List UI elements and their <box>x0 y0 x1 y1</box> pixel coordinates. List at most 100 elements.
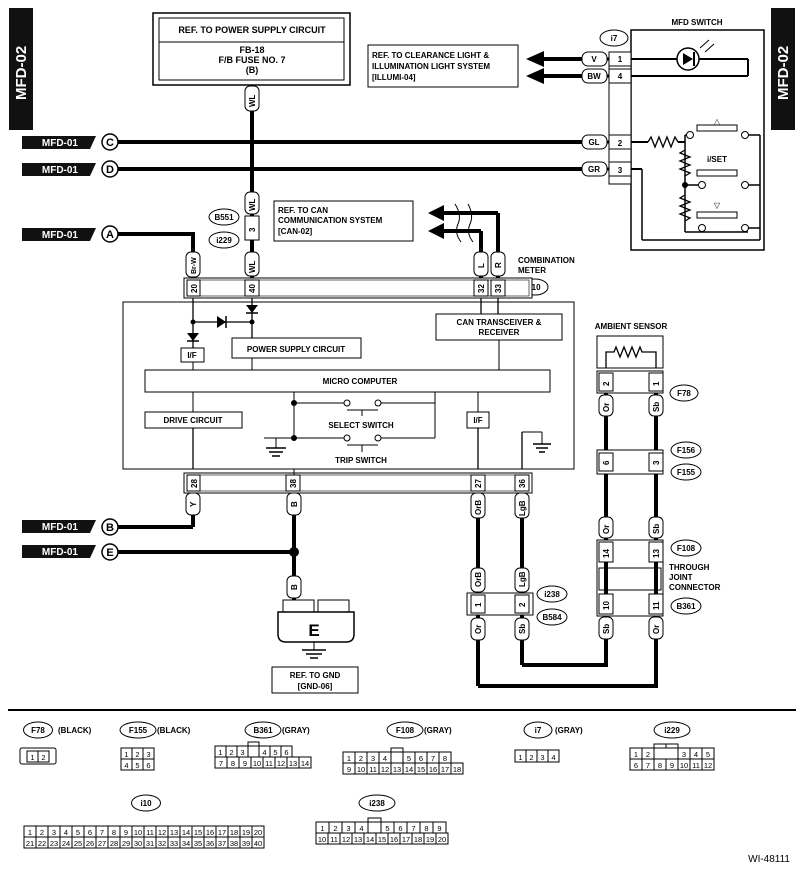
i238-legend-pin: 6 <box>398 824 402 833</box>
f108-legend-color: (GRAY) <box>424 726 452 735</box>
svg-text:ILLUMINATION LIGHT SYSTEM: ILLUMINATION LIGHT SYSTEM <box>372 62 490 71</box>
f155-legend-cell <box>142 758 155 771</box>
f155-legend-pin: 2 <box>135 750 139 759</box>
svg-text:THROUGH: THROUGH <box>669 563 710 572</box>
b361-legend-pin: 7 <box>219 759 223 768</box>
svg-text:MFD-01: MFD-01 <box>42 165 79 176</box>
svg-text:28: 28 <box>190 479 199 488</box>
svg-text:27: 27 <box>474 479 483 488</box>
i238-legend-tag <box>358 794 396 812</box>
f108-legend-pin: 6 <box>419 754 423 763</box>
i229-legend-tag <box>653 721 691 739</box>
b361-legend-pin: 9 <box>243 759 247 768</box>
svg-text:6: 6 <box>602 460 611 465</box>
i10-legend-pin: 23 <box>50 839 58 848</box>
i10-legend-pin: 34 <box>182 839 190 848</box>
i10-legend-pin: 18 <box>230 828 238 837</box>
svg-text:B: B <box>290 501 299 507</box>
i238-legend-pin: 9 <box>437 824 441 833</box>
offpage-mfd01-d: MFD-01 D <box>22 160 119 178</box>
i10-legend-pin: 6 <box>88 828 92 837</box>
i10-legend-tag <box>131 794 161 812</box>
i10-legend-pin: 20 <box>254 828 262 837</box>
f108-legend-pin: 12 <box>381 765 389 774</box>
f108-legend-cell <box>450 762 464 775</box>
b361-legend-pin: 5 <box>273 748 277 757</box>
svg-text:CAN TRANSCEIVER &: CAN TRANSCEIVER & <box>457 318 542 327</box>
i10-legend-pin: 25 <box>74 839 82 848</box>
b361-legend-pin: 3 <box>240 748 244 757</box>
svg-text:i238: i238 <box>544 590 560 599</box>
svg-text:F78: F78 <box>677 389 691 398</box>
svg-text:MFD-02: MFD-02 <box>775 46 792 100</box>
f155-legend-code: F155 <box>129 726 148 735</box>
svg-text:i/SET: i/SET <box>707 155 727 164</box>
svg-text:OrB: OrB <box>474 500 483 515</box>
svg-text:REF. TO POWER SUPPLY CIRCUIT: REF. TO POWER SUPPLY CIRCUIT <box>178 25 326 35</box>
svg-text:33: 33 <box>494 284 503 293</box>
i10-legend-pin: 1 <box>28 828 32 837</box>
svg-text:JOINT: JOINT <box>669 573 693 582</box>
i7-legend-cell <box>547 749 560 763</box>
i10-legend-pin: 28 <box>110 839 118 848</box>
b361-legend-pin: 10 <box>253 759 261 768</box>
i10-legend-pin: 26 <box>86 839 94 848</box>
f78-legend-code: F78 <box>31 726 45 735</box>
svg-text:Br-W: Br-W <box>191 257 198 274</box>
i10-legend-cell <box>251 836 265 849</box>
f78-legend-color: (BLACK) <box>58 726 92 735</box>
connector-i229-tag: i229 <box>208 231 240 249</box>
svg-text:METER: METER <box>518 266 546 275</box>
svg-text:Sb: Sb <box>652 524 661 534</box>
svg-text:REF. TO GND: REF. TO GND <box>290 671 341 680</box>
i10-legend-pin: 3 <box>52 828 56 837</box>
svg-text:B361: B361 <box>676 602 696 611</box>
f108-legend-pin: 15 <box>417 765 425 774</box>
i229-legend-pin: 12 <box>704 761 712 770</box>
svg-text:F155: F155 <box>677 468 696 477</box>
b361-legend-pin: 11 <box>265 759 273 768</box>
i10-legend-pin: 5 <box>76 828 80 837</box>
svg-text:A: A <box>106 229 114 241</box>
svg-text:REF. TO CAN: REF. TO CAN <box>278 206 328 215</box>
i229-legend-pin: 8 <box>658 761 662 770</box>
i10-legend-pin: 9 <box>124 828 128 837</box>
i238-legend-pin: 18 <box>414 835 422 844</box>
i229-legend-pin: 4 <box>694 750 698 759</box>
i238-legend-pin: 17 <box>402 835 410 844</box>
b361-legend-pin: 8 <box>231 759 235 768</box>
svg-text:OrB: OrB <box>474 572 483 587</box>
i238-legend-pin: 12 <box>342 835 350 844</box>
f108-legend-pin: 16 <box>429 765 437 774</box>
i10-legend-pin: 16 <box>206 828 214 837</box>
i238-legend-pin: 11 <box>330 835 338 844</box>
f155-legend-pin: 1 <box>124 750 128 759</box>
svg-text:POWER SUPPLY CIRCUIT: POWER SUPPLY CIRCUIT <box>247 345 345 354</box>
svg-text:L: L <box>477 263 486 268</box>
can-ref-box: REF. TO CAN COMMUNICATION SYSTEM [CAN-02… <box>273 200 414 242</box>
f108-legend-pin: 1 <box>347 754 351 763</box>
i10-legend-pin: 21 <box>26 839 34 848</box>
i238-legend-pin: 4 <box>359 824 363 833</box>
i7-legend-pin: 1 <box>518 753 522 762</box>
side-tab-left: MFD-02 <box>9 8 33 130</box>
svg-text:1: 1 <box>652 381 661 386</box>
i7-legend-pin: 4 <box>551 753 555 762</box>
f108-legend-pin: 2 <box>359 754 363 763</box>
svg-text:14: 14 <box>602 549 611 558</box>
svg-text:F/B FUSE NO. 7: F/B FUSE NO. 7 <box>218 55 285 65</box>
i10-legend-pin: 35 <box>194 839 202 848</box>
i10-legend-pin: 17 <box>218 828 226 837</box>
f155-legend-tag <box>119 721 157 739</box>
i238-legend-pin: 19 <box>426 835 434 844</box>
svg-text:B551: B551 <box>214 213 234 222</box>
b361-legend-tag <box>244 721 282 739</box>
svg-text:WL: WL <box>248 260 257 273</box>
svg-text:Or: Or <box>474 625 483 634</box>
svg-text:2: 2 <box>518 602 527 607</box>
i10-legend-pin: 4 <box>64 828 68 837</box>
i238-legend-pin: 7 <box>411 824 415 833</box>
